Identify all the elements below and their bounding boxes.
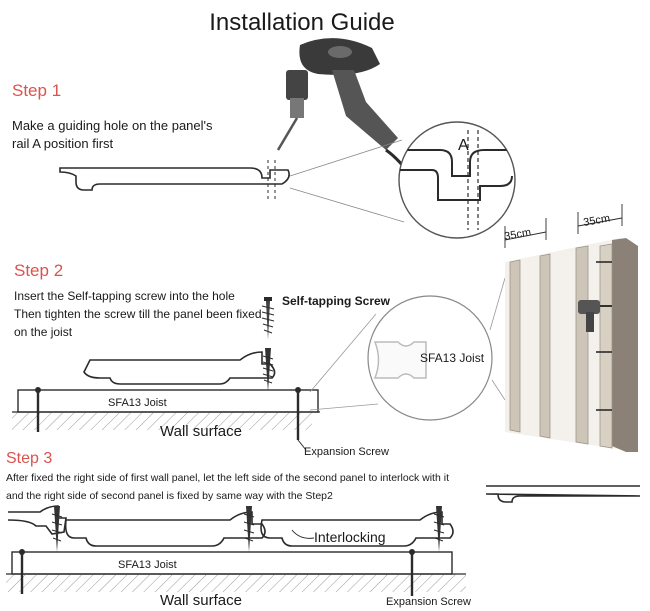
step1-panel-profile <box>59 160 290 200</box>
step2-instruction-line1: Insert the Self-tapping screw into the h… <box>14 289 235 303</box>
step1-instruction-line2: rail A position first <box>12 136 114 151</box>
step3-label: Step 3 <box>6 450 52 467</box>
step1-zoom-circle: A <box>398 121 516 239</box>
step2-wall-hatch <box>12 412 312 430</box>
joist-zoom-circle <box>367 295 493 421</box>
drill-illustration <box>276 38 414 179</box>
step1-callout-lines <box>289 139 405 223</box>
rail-a-marker: A <box>458 137 469 154</box>
step2-anchor-left <box>35 387 41 432</box>
step2-wall-label: Wall surface <box>160 423 242 440</box>
step3-anchors <box>19 549 415 596</box>
step3-interlocked-panels <box>7 505 454 547</box>
step2-instruction-line2: Then tighten the screw till the panel be… <box>14 307 262 321</box>
page-title: Installation Guide <box>209 9 394 36</box>
step3-wall-label: Wall surface <box>160 592 242 609</box>
step2-panel-profile <box>83 351 276 385</box>
step3-instruction-line2: and the right side of second panel is fi… <box>6 490 333 502</box>
step3-screws <box>51 506 445 552</box>
step3-wall-hatch <box>6 574 466 592</box>
step2-installed-screw <box>262 348 274 392</box>
joist-profile-label: SFA13 Joist <box>420 351 485 365</box>
spacing-dimension-right <box>577 204 623 234</box>
spacing-dimension-left <box>504 218 547 248</box>
step3-expansion-screw-label: Expansion Screw <box>386 596 471 608</box>
step2-instruction-line3: on the joist <box>14 325 73 339</box>
spacing-right-label: 35cm <box>582 212 611 228</box>
step2-label: Step 2 <box>14 261 63 280</box>
step3-instruction-line1: After fixed the right side of first wall… <box>6 472 449 484</box>
installed-wall-photo <box>505 238 638 452</box>
step2-joist-label: SFA13 Joist <box>108 397 167 409</box>
step2-expansion-screw-label: Expansion Screw <box>304 446 389 458</box>
step2-anchor-right <box>295 387 307 451</box>
step2-joist <box>17 389 319 413</box>
self-tapping-screw-icon <box>261 297 275 340</box>
self-tapping-screw-label: Self-tapping Screw <box>282 294 391 308</box>
spacing-left-label: 35cm <box>503 226 532 242</box>
step3-joist <box>11 551 453 575</box>
step1-label: Step 1 <box>12 81 61 100</box>
interlocking-leader <box>291 529 315 539</box>
step3-joist-label: SFA13 Joist <box>118 559 177 571</box>
joist-zoom-lines <box>309 277 506 411</box>
step3-incoming-panel <box>485 485 641 503</box>
interlocking-label: Interlocking <box>314 529 386 545</box>
step1-instruction-line1: Make a guiding hole on the panel's <box>12 118 213 133</box>
